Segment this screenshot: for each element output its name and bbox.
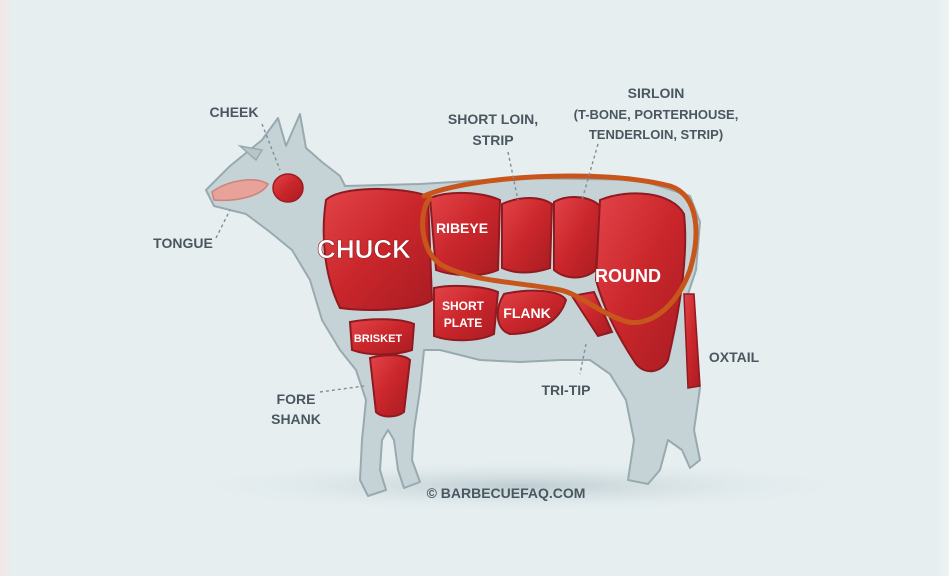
credit-text: © BARBECUEFAQ.COM — [427, 485, 586, 501]
short-loin-cut — [502, 198, 552, 273]
cut-label-brisket: BRISKET — [354, 333, 403, 345]
label-fore-shank-2: SHANK — [271, 411, 321, 427]
label-sirloin-3: TENDERLOIN, STRIP) — [589, 127, 723, 142]
cut-label-chuck: CHUCK — [317, 234, 411, 264]
label-oxtail: OXTAIL — [709, 349, 760, 365]
label-fore-shank-1: FORE — [277, 391, 316, 407]
label-short-loin-2: STRIP — [472, 132, 513, 148]
label-tri-tip: TRI-TIP — [542, 382, 591, 398]
sirloin-cut — [554, 197, 600, 277]
cut-label-round: ROUND — [595, 266, 661, 286]
short-plate-cut — [434, 286, 498, 340]
cut-label-ribeye: RIBEYE — [436, 220, 488, 236]
cut-label-flank: FLANK — [503, 305, 550, 321]
cheek-cut — [273, 174, 303, 202]
label-short-loin-1: SHORT LOIN, — [448, 111, 538, 127]
label-sirloin-2: (T-BONE, PORTERHOUSE, — [574, 107, 739, 122]
label-cheek: CHEEK — [209, 104, 258, 120]
label-tongue: TONGUE — [153, 235, 213, 251]
fore-shank-cut — [370, 355, 410, 416]
label-sirloin-1: SIRLOIN — [628, 85, 685, 101]
cut-label-short-plate-2: PLATE — [444, 316, 482, 330]
cut-label-short-plate-1: SHORT — [442, 299, 485, 313]
